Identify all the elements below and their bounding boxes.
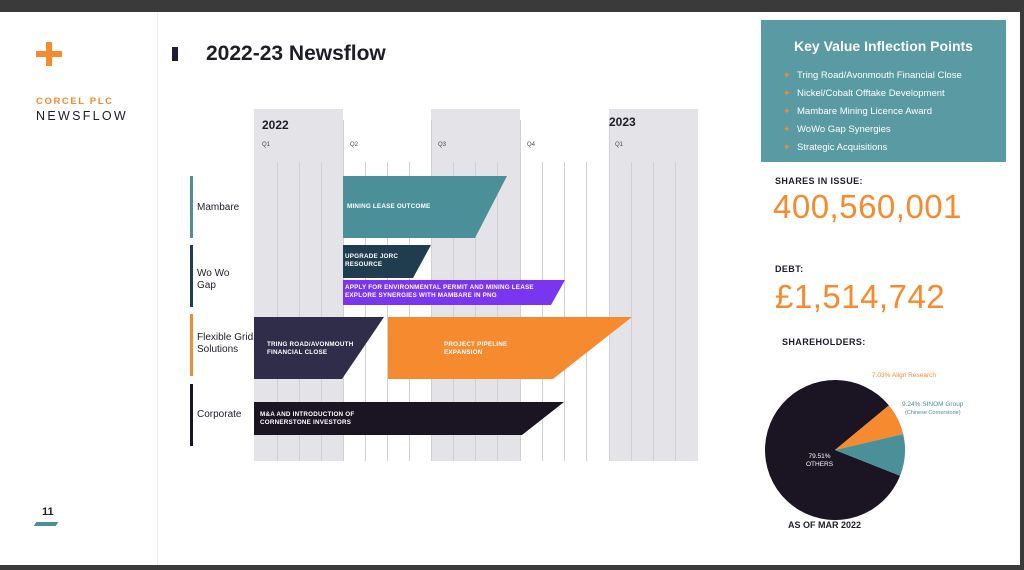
screen-frame-bottom (0, 565, 1024, 570)
shares-label: SHARES IN ISSUE: (775, 176, 863, 186)
row-marker-flexible-grid (190, 314, 193, 376)
quarter-label-q2: Q2 (350, 142, 359, 148)
pie-slice-sinom-group (835, 434, 905, 476)
task-mna-cornerstone-investors: M&A AND INTRODUCTION OF CORNERSTONE INVE… (254, 402, 564, 435)
grid-line (321, 162, 322, 461)
shares-value: 400,560,001 (773, 188, 963, 225)
grid-line (653, 162, 654, 461)
key-point-item: ✦Strategic Acquisitions (783, 142, 888, 153)
row-marker-wowo-gap (190, 245, 193, 307)
pie-slice-align-research (835, 405, 904, 450)
row-marker-mambare (190, 176, 193, 238)
debt-label: DEBT: (775, 264, 804, 274)
key-point-item: ✦Tring Road/Avonmouth Financial Close (783, 70, 962, 81)
grid-line (475, 162, 476, 461)
year-label-2023: 2023 (609, 115, 636, 129)
as-of-date: AS OF MAR 2022 (788, 520, 862, 530)
key-point-item: ✦Nickel/Cobalt Offtake Development (783, 88, 945, 99)
newsflow-timeline: 2022 2023 Q1 Q2 Q3 Q4 Q1 Mambare Wo Wo G… (0, 12, 1020, 565)
screen-frame-right (1020, 0, 1024, 570)
company-name: CORCEL PLC (36, 96, 114, 107)
task-upgrade-jorc: UPGRADE JORC RESOURCE (343, 245, 431, 278)
left-divider (157, 12, 158, 565)
slide: CORCEL PLC NEWSFLOW 11 2022-23 Newsflow … (0, 12, 1020, 565)
grid-line (409, 162, 410, 461)
quarter-label-q1-2023: Q1 (615, 142, 624, 148)
task-environmental-permit: APPLY FOR ENVIRONMENTAL PERMIT AND MININ… (343, 280, 565, 305)
star-bullet-icon: ✦ (783, 124, 791, 134)
key-point-item: ✦Mambare Mining Licence Award (783, 106, 933, 117)
grid-line (299, 162, 300, 461)
pie-label-others: 79.51%OTHERS (806, 453, 834, 468)
task-project-pipeline-expansion: PROJECT PIPELINE EXPANSION (388, 317, 632, 379)
task-tring-road-financial-close: TRING ROAD/AVONMOUTH FINANCIAL CLOSE (254, 317, 384, 379)
shareholder-pie-chart (765, 380, 905, 520)
grid-line (675, 162, 676, 461)
page-number: 11 (42, 506, 54, 518)
grid-line (631, 162, 632, 461)
row-label-wowo-gap: Wo Wo Gap (197, 268, 230, 291)
grid-line (542, 162, 543, 461)
grid-line (453, 162, 454, 461)
key-point-item: ✦WoWo Gap Synergies (783, 124, 891, 135)
grid-line (387, 162, 388, 461)
row-label-corporate: Corporate (197, 409, 242, 420)
row-label-flexible-grid: Flexible Grid Solutions (197, 332, 254, 355)
title-marker (172, 47, 178, 61)
star-bullet-icon: ✦ (783, 70, 791, 80)
grid-line (609, 120, 610, 461)
grid-line (586, 162, 587, 461)
section-name: NEWSFLOW (36, 109, 129, 123)
quarter-label-q1: Q1 (262, 142, 271, 148)
plus-logo-icon (36, 42, 62, 68)
quarter-label-q3: Q3 (438, 142, 447, 148)
grid-line (564, 162, 565, 461)
screen-frame-top (0, 0, 1024, 12)
row-marker-corporate (190, 384, 193, 446)
pie-slice-others (765, 380, 901, 520)
page-title: 2022-23 Newsflow (206, 42, 386, 65)
key-points-panel: Key Value Inflection Points ✦Tring Road/… (761, 20, 1006, 162)
pie-label-sinom-group: 9.24% SINOM Group(Chinese Cornerstone) (902, 401, 964, 416)
pie-label-align-research: 7.03% Align Research (872, 372, 936, 379)
row-label-mambare: Mambare (197, 202, 240, 213)
quarter-label-q4: Q4 (527, 142, 536, 148)
grid-line (497, 162, 498, 461)
star-bullet-icon: ✦ (783, 88, 791, 98)
debt-value: £1,514,742 (775, 278, 946, 315)
task-mining-lease-outcome: MINING LEASE OUTCOME (343, 176, 507, 238)
shareholders-label: SHAREHOLDERS: (782, 337, 866, 347)
grid-line (277, 162, 278, 461)
key-points-title: Key Value Inflection Points (794, 38, 973, 54)
star-bullet-icon: ✦ (783, 106, 791, 116)
year-label-2022: 2022 (262, 118, 289, 132)
star-bullet-icon: ✦ (783, 142, 791, 152)
grid-line (365, 162, 366, 461)
